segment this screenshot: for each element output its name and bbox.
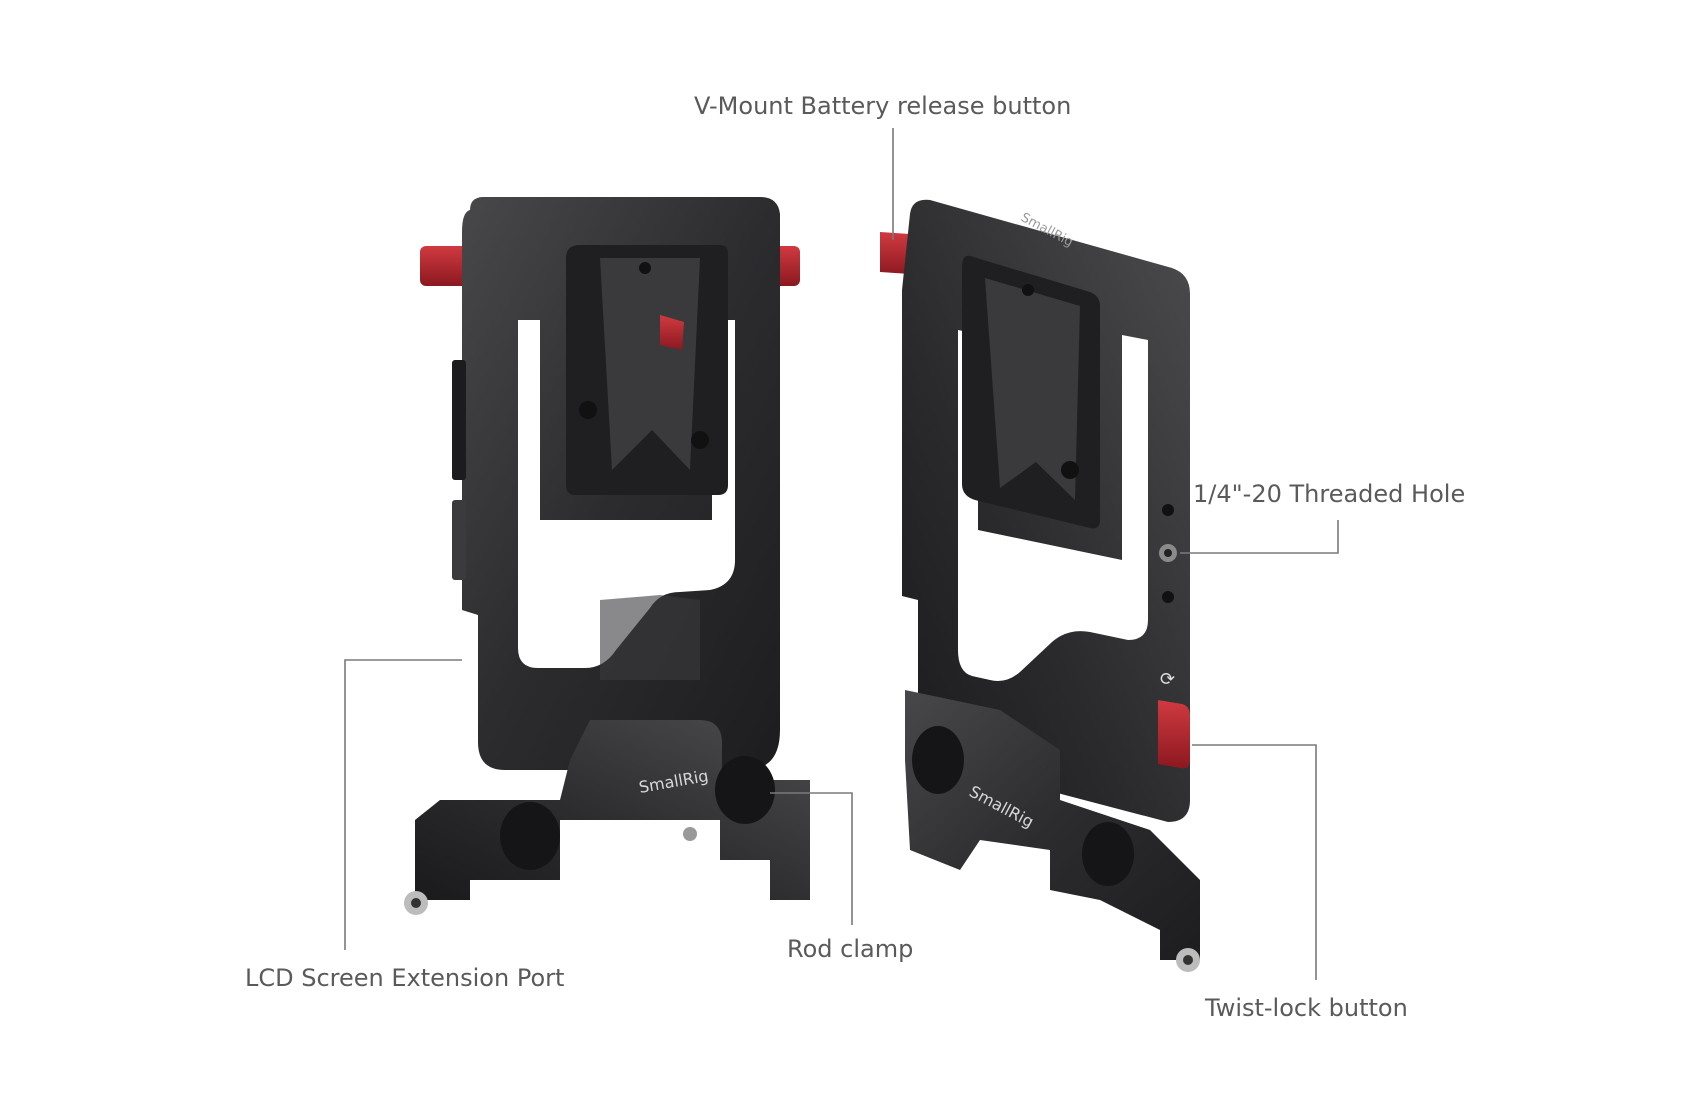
callout-twist-lock: Twist-lock button bbox=[1205, 994, 1408, 1022]
leader-lines bbox=[344, 128, 1339, 980]
callout-lcd-port: LCD Screen Extension Port bbox=[245, 964, 565, 992]
callout-vmount-release: V-Mount Battery release button bbox=[694, 92, 1072, 120]
right-frame-window bbox=[958, 330, 1148, 681]
right-twist-lock-button-red bbox=[1158, 700, 1190, 769]
leader-rod-clamp bbox=[770, 792, 853, 925]
leader-threaded-hole bbox=[1180, 520, 1339, 554]
left-frame-window bbox=[518, 320, 735, 668]
left-vmount-v-shape bbox=[600, 258, 700, 470]
leader-twist-lock bbox=[1192, 744, 1317, 980]
callout-rod-clamp: Rod clamp bbox=[787, 935, 914, 963]
callout-threaded-hole: 1/4"-20 Threaded Hole bbox=[1193, 480, 1466, 508]
right-vmount-v-shape bbox=[985, 278, 1080, 500]
leader-lcd bbox=[344, 659, 462, 950]
svg-text:⟳: ⟳ bbox=[1160, 669, 1175, 690]
right-battery-plate: ⟳ SmallRig SmallRig bbox=[880, 199, 1200, 972]
left-release-button-red bbox=[660, 315, 684, 350]
right-rod-clamp-body bbox=[905, 690, 1200, 960]
right-threaded-hole-upper bbox=[1162, 504, 1174, 516]
left-battery-plate: SmallRig bbox=[404, 197, 810, 915]
